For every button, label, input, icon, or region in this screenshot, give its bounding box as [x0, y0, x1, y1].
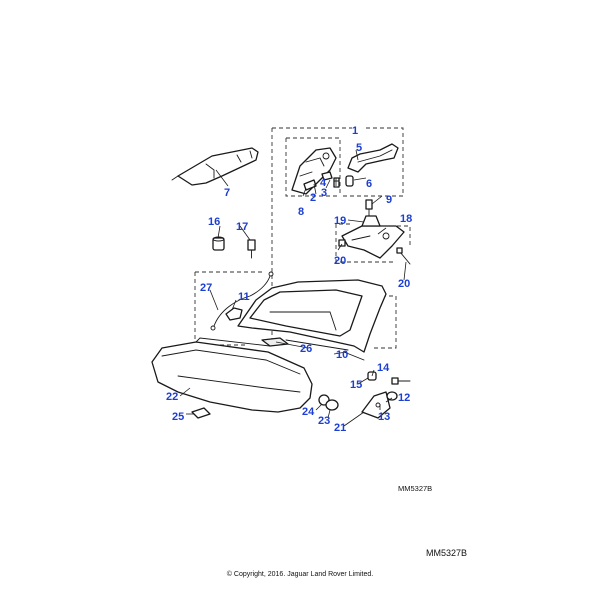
hardtop-shell — [237, 279, 387, 353]
callout-labels: 1 2 3 4 5 6 7 8 9 10 11 12 13 14 15 16 1… — [166, 125, 412, 434]
callout-5: 5 — [356, 142, 362, 154]
bolt-17 — [247, 239, 256, 259]
callout-27: 27 — [200, 282, 212, 294]
fastener-2 — [303, 179, 317, 191]
leader-lines — [179, 149, 407, 427]
bush-6 — [345, 175, 354, 187]
callout-14: 14 — [377, 362, 390, 374]
rear-seal — [261, 337, 289, 347]
callout-22: 22 — [166, 391, 178, 403]
callout-23: 23 — [318, 415, 330, 427]
callout-3: 3 — [321, 187, 327, 199]
callout-9: 9 — [386, 194, 392, 206]
callout-10: 10 — [336, 349, 348, 361]
copyright-notice: © Copyright, 2016. Jaguar Land Rover Lim… — [227, 570, 373, 578]
callout-19: 19 — [334, 215, 346, 227]
cable-27 — [210, 271, 274, 331]
callout-12: 12 — [398, 392, 410, 404]
screw-3 — [333, 177, 340, 188]
callout-20-right: 20 — [398, 278, 410, 290]
callout-6: 6 — [366, 178, 372, 190]
callout-20-upper: 20 — [334, 255, 346, 267]
screw-20-upper — [338, 239, 346, 247]
callout-11: 11 — [238, 291, 250, 303]
callout-25: 25 — [172, 411, 184, 423]
bolt-9 — [365, 199, 373, 219]
bush-12 — [386, 391, 398, 401]
callout-18: 18 — [400, 213, 412, 225]
bolt-14 — [391, 377, 411, 385]
callout-2: 2 — [310, 192, 316, 204]
callout-17: 17 — [236, 221, 248, 233]
callout-15: 15 — [350, 379, 362, 391]
callout-13: 13 — [378, 411, 390, 423]
screw-20-right — [396, 247, 411, 265]
callout-7: 7 — [224, 187, 230, 199]
figure-reference-inner: MM5327B — [398, 484, 432, 493]
support-bracket — [171, 147, 259, 186]
figure-reference-outer: MM5327B — [426, 548, 467, 558]
callout-16: 16 — [208, 216, 220, 228]
callout-21: 21 — [334, 422, 346, 434]
callout-24: 24 — [302, 406, 315, 418]
latch-assembly — [341, 215, 405, 259]
bump-stop — [212, 236, 225, 251]
side-seal — [343, 351, 365, 361]
grommet-23 — [325, 399, 339, 411]
group-box-18 — [335, 223, 411, 263]
fastener-4 — [321, 171, 333, 181]
storage-cover — [151, 337, 313, 413]
callout-1: 1 — [352, 125, 358, 137]
hinge-bracket — [291, 147, 337, 195]
callout-26: 26 — [300, 343, 312, 355]
clip-11 — [225, 307, 243, 321]
callout-8: 8 — [298, 206, 304, 218]
clip-25 — [191, 407, 211, 419]
callout-4: 4 — [320, 177, 327, 189]
